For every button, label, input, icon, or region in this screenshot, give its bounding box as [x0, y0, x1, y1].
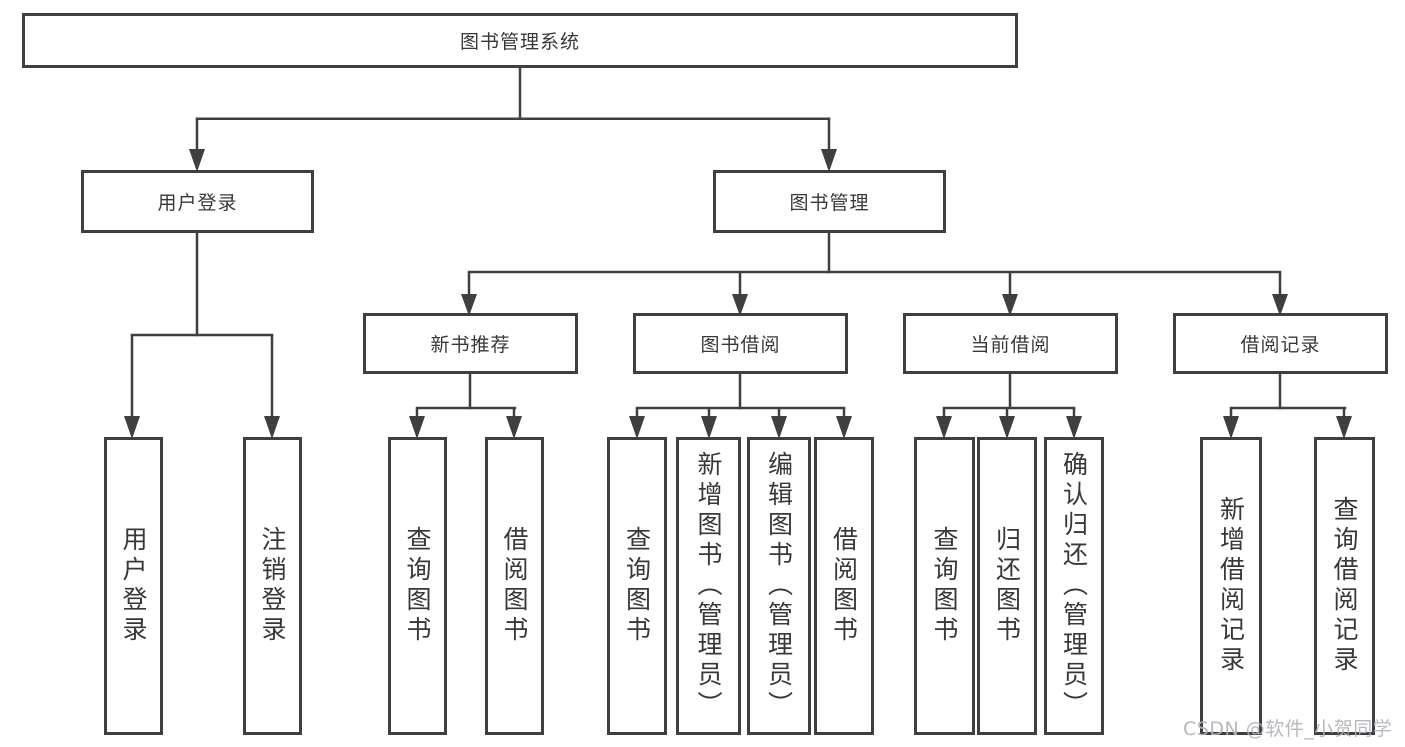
node-label: 用户登录 — [157, 192, 238, 214]
arrowhead-down-icon — [264, 416, 280, 439]
leaf-user-login: 用户登录 — [104, 437, 163, 735]
node-book-management: 图书管理 — [713, 170, 946, 233]
leaf-logout: 注销登录 — [243, 437, 302, 735]
leaf-query-books-borrow: 查询图书 — [607, 437, 667, 735]
arrowhead-down-icon — [506, 416, 522, 439]
arrowhead-down-icon — [1223, 416, 1239, 439]
leaf-query-books-current: 查询图书 — [914, 437, 975, 735]
leaf-borrow-books: 借阅图书 — [814, 437, 874, 735]
node-label: 图书管理 — [789, 192, 870, 214]
arrowhead-down-icon — [409, 416, 425, 439]
leaf-label: 新增借阅记录 — [1216, 496, 1246, 676]
node-label: 当前借阅 — [970, 334, 1051, 356]
arrowhead-down-icon — [999, 416, 1015, 439]
node-label: 图书管理系统 — [459, 31, 580, 53]
arrowhead-down-icon — [701, 416, 717, 439]
arrowhead-down-icon — [1336, 416, 1352, 439]
leaf-add-book-admin: 新增图书（管理员） — [676, 437, 741, 735]
node-new-book-recommend: 新书推荐 — [363, 313, 578, 374]
node-book-borrowing: 图书借阅 — [633, 313, 848, 374]
leaf-label: 新增图书（管理员） — [694, 451, 723, 721]
arrowhead-down-icon — [936, 416, 952, 439]
leaf-label: 查询图书 — [622, 526, 652, 646]
leaf-label: 确认归还（管理员） — [1059, 451, 1089, 721]
arrowhead-down-icon — [732, 294, 748, 316]
node-root-library-system: 图书管理系统 — [22, 13, 1018, 68]
leaf-label: 查询借阅记录 — [1330, 496, 1359, 676]
leaf-label: 借阅图书 — [829, 526, 859, 646]
leaf-return-book: 归还图书 — [977, 437, 1037, 735]
leaf-label: 查询图书 — [930, 526, 959, 646]
arrowhead-down-icon — [836, 416, 852, 439]
node-label: 图书借阅 — [700, 334, 781, 356]
leaf-query-books-recommend: 查询图书 — [388, 437, 447, 735]
arrowhead-down-icon — [629, 416, 645, 439]
leaf-edit-book-admin: 编辑图书（管理员） — [747, 437, 811, 735]
leaf-label: 注销登录 — [258, 526, 287, 646]
leaf-label: 编辑图书（管理员） — [764, 451, 794, 721]
leaf-label: 查询图书 — [403, 526, 432, 646]
arrowhead-down-icon — [461, 294, 477, 316]
leaf-label: 用户登录 — [119, 526, 148, 646]
leaf-label: 借阅图书 — [500, 526, 529, 646]
leaf-query-borrow-record: 查询借阅记录 — [1314, 437, 1375, 735]
arrowhead-down-icon — [124, 416, 140, 439]
leaf-borrow-books-recommend: 借阅图书 — [485, 437, 544, 735]
arrowhead-down-icon — [189, 149, 205, 172]
leaf-confirm-return-admin: 确认归还（管理员） — [1044, 437, 1104, 735]
arrowhead-down-icon — [1002, 294, 1018, 316]
leaf-add-borrow-record: 新增借阅记录 — [1200, 437, 1262, 735]
node-user-login: 用户登录 — [81, 170, 314, 233]
leaf-label: 归还图书 — [992, 526, 1022, 646]
node-borrowing-records: 借阅记录 — [1173, 313, 1388, 374]
arrowhead-down-icon — [771, 416, 787, 439]
arrowhead-down-icon — [1066, 416, 1082, 439]
arrowhead-down-icon — [1272, 294, 1288, 316]
arrowhead-down-icon — [821, 149, 837, 172]
node-label: 借阅记录 — [1240, 334, 1321, 356]
node-label: 新书推荐 — [430, 334, 511, 356]
node-current-borrowing: 当前借阅 — [903, 313, 1118, 374]
